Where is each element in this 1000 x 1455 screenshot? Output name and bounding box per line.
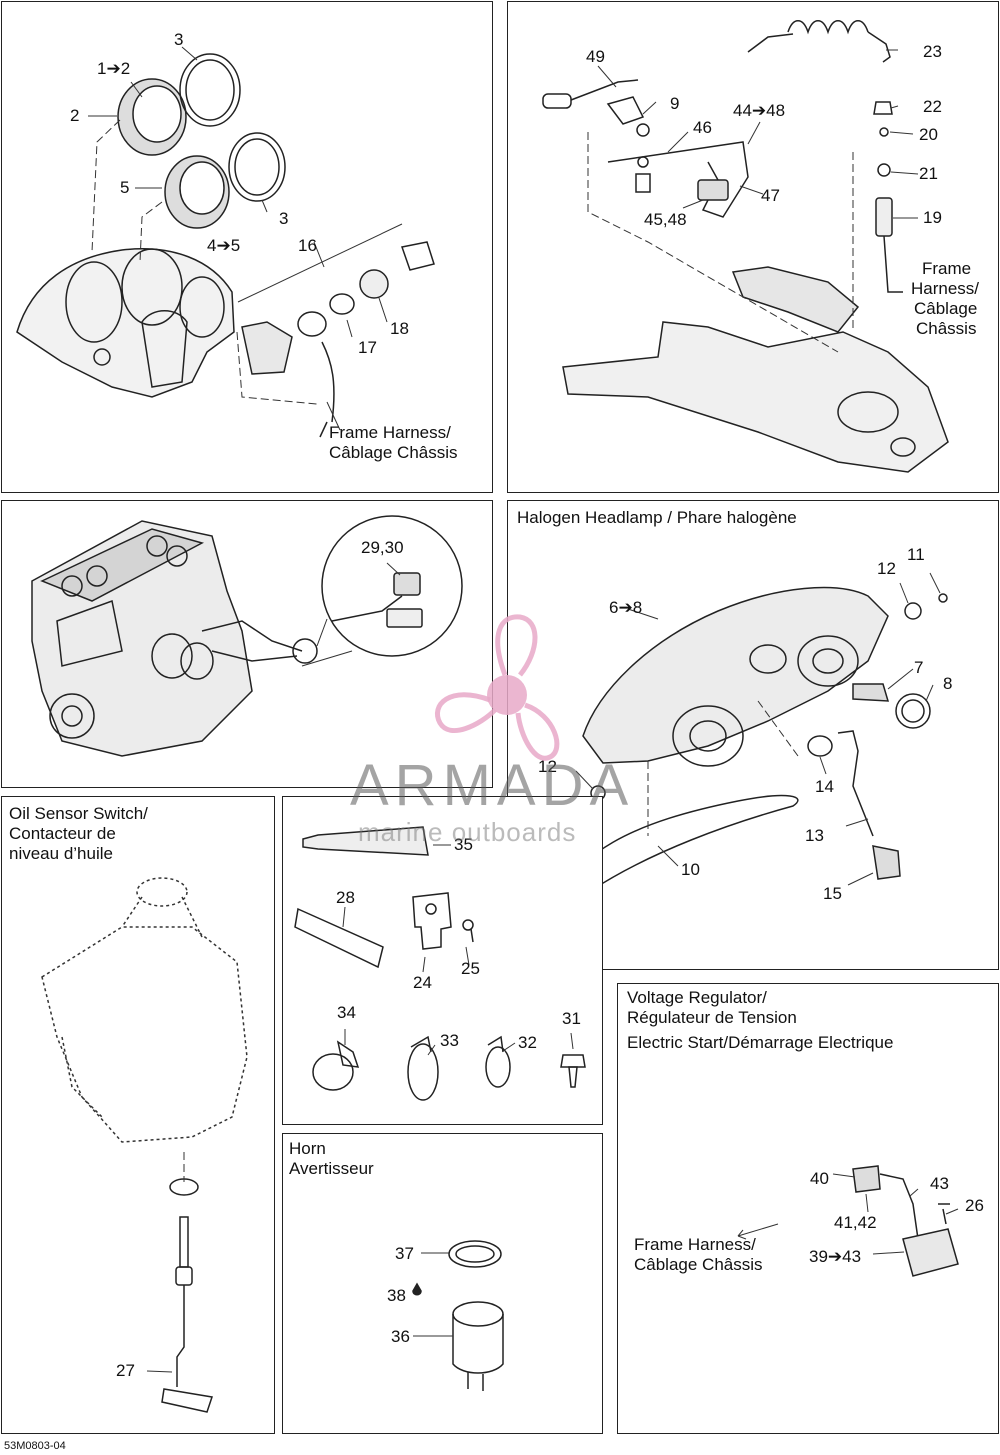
callout-4-5: 4➔5 bbox=[207, 236, 241, 255]
oil-sensor-illustration bbox=[2, 797, 276, 1435]
callout-24: 24 bbox=[413, 973, 432, 992]
regulator-harness-note-2: Câblage Châssis bbox=[634, 1255, 763, 1274]
callout-6-8: 6➔8 bbox=[609, 598, 643, 617]
callout-1-2: 1➔2 bbox=[97, 59, 131, 78]
callout-29-30: 29,30 bbox=[361, 538, 404, 557]
callout-12-bottom: 12 bbox=[538, 757, 557, 776]
callout-26: 26 bbox=[965, 1196, 984, 1215]
horn-illustration bbox=[283, 1134, 604, 1435]
watermark-tagline: marine outboards bbox=[358, 817, 577, 847]
callout-8: 8 bbox=[943, 674, 953, 693]
regulator-title-2: Régulateur de Tension bbox=[627, 1008, 797, 1027]
hardware-illustration bbox=[283, 797, 604, 1126]
gauges-illustration bbox=[2, 2, 494, 494]
callout-23: 23 bbox=[923, 42, 942, 61]
regulator-title-3: Electric Start/Démarrage Electrique bbox=[627, 1033, 894, 1052]
callout-38: 38 bbox=[387, 1286, 406, 1305]
watermark-brand: ARMADA bbox=[350, 753, 635, 818]
callout-21: 21 bbox=[919, 164, 938, 183]
handlebar-harness-note-2: Harness/ bbox=[911, 279, 980, 298]
callout-11: 11 bbox=[907, 545, 925, 564]
engine-illustration bbox=[2, 501, 494, 789]
headlamp-title: Halogen Headlamp / Phare halogène bbox=[517, 508, 797, 527]
callout-28: 28 bbox=[336, 888, 355, 907]
callout-36: 36 bbox=[391, 1327, 410, 1346]
horn-title-2: Avertisseur bbox=[289, 1159, 374, 1178]
callout-10: 10 bbox=[681, 860, 700, 879]
gauges-harness-note-1: Frame Harness/ bbox=[329, 423, 451, 442]
callout-47: 47 bbox=[761, 186, 780, 205]
panel-gauges: 1➔2 2 3 5 3 4➔5 16 17 18 Frame Harness/ … bbox=[1, 1, 493, 493]
callout-2: 2 bbox=[70, 106, 80, 125]
callout-37: 37 bbox=[395, 1244, 414, 1263]
panel-handlebar: 49 9 46 44➔48 47 45,48 23 22 20 21 19 Fr… bbox=[507, 1, 999, 493]
callout-25: 25 bbox=[461, 959, 480, 978]
callout-17: 17 bbox=[358, 338, 377, 357]
callout-32: 32 bbox=[518, 1033, 537, 1052]
callout-20: 20 bbox=[919, 125, 938, 144]
callout-16: 16 bbox=[298, 236, 317, 255]
callout-3-top: 3 bbox=[174, 30, 184, 49]
panel-voltage-regulator: Voltage Regulator/ Régulateur de Tension… bbox=[617, 983, 999, 1434]
callout-15: 15 bbox=[823, 884, 842, 903]
callout-9: 9 bbox=[670, 94, 680, 113]
callout-7: 7 bbox=[914, 658, 924, 677]
callout-44-48: 44➔48 bbox=[733, 101, 786, 120]
callout-45-48: 45,48 bbox=[644, 210, 687, 229]
callout-3-bottom: 3 bbox=[279, 209, 289, 228]
callout-12-top: 12 bbox=[877, 559, 896, 578]
callout-40: 40 bbox=[810, 1169, 829, 1188]
oil-sensor-title-3: niveau d’huile bbox=[9, 844, 113, 863]
handlebar-harness-note-3: Câblage bbox=[914, 299, 978, 318]
callout-13: 13 bbox=[805, 826, 824, 845]
callout-27: 27 bbox=[116, 1361, 135, 1380]
horn-title-1: Horn bbox=[289, 1139, 326, 1158]
callout-19: 19 bbox=[923, 208, 942, 227]
oil-sensor-title-2: Contacteur de bbox=[9, 824, 116, 843]
handlebar-harness-note-1: Frame bbox=[922, 259, 972, 278]
voltage-regulator-illustration bbox=[618, 984, 1000, 1435]
callout-41-42: 41,42 bbox=[834, 1213, 877, 1232]
callout-14: 14 bbox=[815, 777, 834, 796]
callout-33: 33 bbox=[440, 1031, 459, 1050]
panel-horn: Horn Avertisseur 37 38 36 bbox=[282, 1133, 603, 1434]
callout-49: 49 bbox=[586, 47, 605, 66]
panel-oil-sensor: Oil Sensor Switch/ Contacteur de niveau … bbox=[1, 796, 275, 1434]
callout-31: 31 bbox=[562, 1009, 581, 1028]
callout-39-43: 39➔43 bbox=[809, 1247, 862, 1266]
handlebar-illustration bbox=[508, 2, 1000, 494]
regulator-title-1: Voltage Regulator/ bbox=[627, 988, 767, 1007]
callout-5: 5 bbox=[120, 178, 130, 197]
panel-engine: 29,30 bbox=[1, 500, 493, 788]
gauges-harness-note-2: Câblage Châssis bbox=[329, 443, 458, 462]
handlebar-harness-note-4: Châssis bbox=[916, 319, 977, 338]
callout-43: 43 bbox=[930, 1174, 949, 1193]
callout-22: 22 bbox=[923, 97, 942, 116]
headlamp-illustration bbox=[508, 501, 1000, 971]
callout-34: 34 bbox=[337, 1003, 356, 1022]
callout-18: 18 bbox=[390, 319, 409, 338]
callout-46: 46 bbox=[693, 118, 712, 137]
diagram-code: 53M0803-04 bbox=[4, 1440, 66, 1452]
oil-sensor-title-1: Oil Sensor Switch/ bbox=[9, 804, 148, 823]
callout-35: 35 bbox=[454, 835, 473, 854]
regulator-harness-note-1: Frame Harness/ bbox=[634, 1235, 756, 1254]
panel-hardware: 35 28 24 25 34 33 32 31 bbox=[282, 796, 603, 1125]
